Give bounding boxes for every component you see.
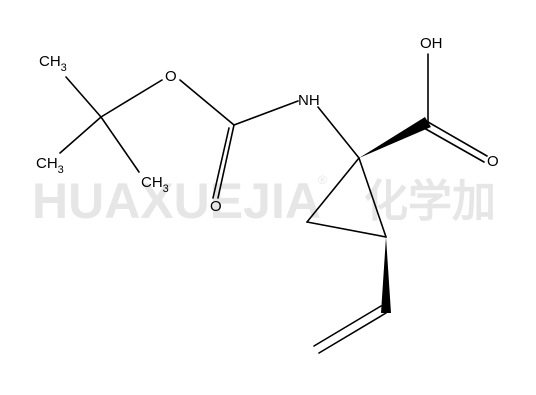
atom-ch3-top: CH3 [39,53,67,74]
bond-ester-o-carbonyl-c [179,79,235,126]
bond-cq-ch3-right [100,116,140,173]
watermark-latin-text: HUAXUEJIA [32,173,321,229]
atom-labels: CH3 CH3 CH3 O O NH OH O [36,35,499,215]
atom-ch3-left: CH3 [36,155,64,176]
watermark: HUAXUEJIA ® 化学加 [32,173,496,229]
bond-vinyl-double-a [318,312,387,354]
atom-ch3-right-main: CH [141,174,163,191]
bond-nh-ring-c1 [317,106,360,159]
atom-ch3-right-sub: 3 [163,183,169,195]
bond-vinyl-double-b [313,305,382,347]
atom-ester-oxygen: O [165,68,177,85]
atom-amine-nh: NH [298,92,320,109]
bond-carbonyl-double-a [217,124,235,199]
stereo-wedges [359,117,431,313]
bond-acid-double-a [427,121,488,157]
bond-cq-ester-o [100,79,163,118]
bond-ring-c1-c2 [358,157,387,238]
bond-carbonyl-double-b [212,127,230,199]
bond-cq-ch3-left [59,116,102,154]
atom-ch3-left-sub: 3 [58,164,64,176]
bond-ring-c1-c3 [306,157,360,223]
atom-ch3-right: CH3 [141,174,169,195]
bond-acid-double-b [423,127,485,163]
watermark-cjk-text: 化学加 [364,176,496,227]
atom-ch3-left-main: CH [36,155,58,172]
bond-carbonyl-c-nh [233,100,299,126]
bond-cq-ch3-top [65,76,102,118]
wedge-ring-c1-acid-c [359,117,431,158]
wedge-ring-c2-vinyl [381,237,391,313]
bond-ring-c3-c2 [306,221,387,238]
atom-ch3-top-main: CH [39,53,61,70]
watermark-registered-mark: ® [318,173,327,187]
atom-acid-oxygen: O [487,153,499,170]
atom-acid-hydroxyl: OH [420,35,443,52]
atom-carbonyl-oxygen: O [210,198,222,215]
atom-ch3-top-sub: 3 [61,62,67,74]
bonds [59,53,488,354]
